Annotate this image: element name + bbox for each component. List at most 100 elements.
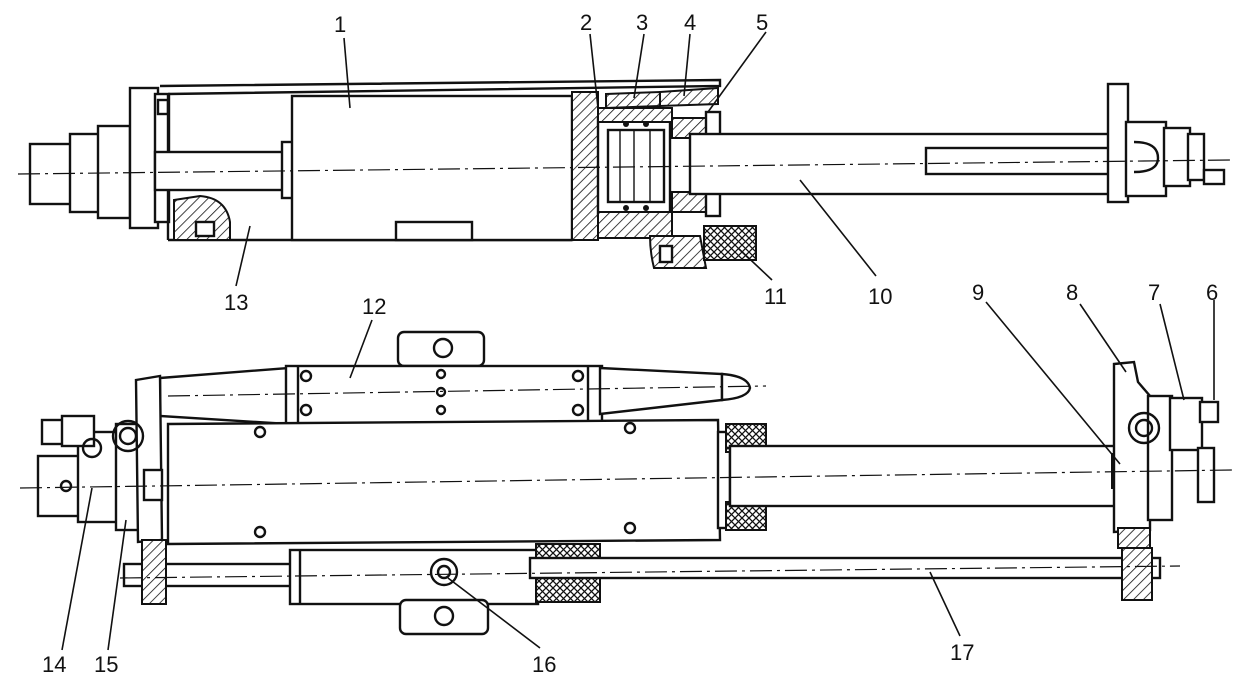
leader-lines: [61, 31, 1215, 651]
lower-lug-hole: [433, 605, 455, 627]
label-1: 1: [334, 12, 346, 37]
guide-centerline: [119, 565, 1181, 579]
leader-2: [589, 33, 599, 109]
right-pin-large-inner: [1134, 418, 1154, 438]
label-14: 14: [42, 652, 66, 677]
leader-7: [1159, 303, 1185, 401]
rod-end-cap: [1186, 132, 1206, 182]
top-wall-section-3: [605, 90, 661, 110]
leader-17: [929, 571, 961, 637]
gland-top-section: [597, 107, 673, 123]
left-end-plate-bottom: [134, 374, 164, 544]
label-5: 5: [756, 10, 768, 35]
lower-boss-port: [658, 244, 674, 264]
right-stop: [1196, 446, 1216, 504]
leader-14: [61, 487, 93, 651]
guide-port-inner: [436, 564, 452, 580]
left-end-flange: [96, 124, 132, 220]
label-2: 2: [580, 10, 592, 35]
aux-dot-1: [435, 368, 447, 380]
guide-rod-17: [528, 556, 1162, 580]
label-7: 7: [1148, 280, 1160, 305]
label-10: 10: [868, 284, 892, 309]
left-pin-small: [81, 437, 103, 459]
label-15: 15: [94, 652, 118, 677]
gland-left-section: [571, 91, 599, 241]
right-bracket-foot: [1117, 527, 1151, 549]
main-centerline: [19, 469, 1233, 489]
left-end-plate: [128, 86, 160, 230]
upper-lug-hole: [432, 337, 454, 359]
part-labels: 1 2 3 4 5 6 7 8 9 10 11 12 13 14 15 16 1…: [42, 10, 1218, 677]
upper-mount-lug: [396, 330, 486, 368]
piston-base-pad: [394, 220, 474, 242]
left-pin-large-inner: [118, 426, 138, 446]
aux-bolt-3: [571, 369, 585, 383]
bottom-left-fitting: [173, 194, 231, 241]
leader-13: [235, 225, 251, 287]
aux-centerline: [167, 385, 767, 397]
right-pin-large: [1127, 411, 1161, 445]
rod-end-nut: [1162, 126, 1192, 188]
aux-cylinder-right-taper: [598, 366, 724, 416]
aux-dot-2: [435, 386, 447, 398]
o-ring-4: [643, 205, 649, 211]
seal-carrier: [606, 128, 666, 204]
rod-end-screw: [1202, 168, 1226, 186]
leader-15: [107, 519, 127, 651]
label-17: 17: [950, 640, 974, 665]
leader-9: [985, 301, 1121, 465]
leader-8: [1079, 303, 1127, 373]
bottom-assembly: [19, 330, 1233, 636]
guide-cylinder-16: [288, 548, 540, 606]
left-bolt-block: [60, 414, 96, 448]
rod-end-pin: [1133, 140, 1160, 174]
main-bolt-1: [253, 425, 267, 439]
gland-bottom-section: [597, 211, 673, 239]
label-12: 12: [362, 294, 386, 319]
leader-11: [737, 247, 773, 281]
left-end-nub: [156, 98, 170, 116]
left-pin-large: [111, 419, 145, 453]
main-bolt-2: [623, 421, 637, 435]
aux-bolt-1: [299, 369, 313, 383]
cylinder-top-wall: [159, 78, 722, 96]
leader-5: [707, 31, 767, 113]
leader-3: [633, 33, 645, 99]
right-screw-6: [1198, 400, 1220, 424]
rod-slot: [924, 146, 1114, 176]
top-assembly: [17, 78, 1231, 269]
right-bracket-8: [1112, 360, 1152, 534]
main-rod: [728, 444, 1118, 508]
o-ring-3: [623, 205, 629, 211]
lower-mount-lug: [398, 598, 490, 636]
left-stub: [142, 468, 164, 502]
label-4: 4: [684, 10, 696, 35]
fitting-port: [194, 220, 216, 238]
main-bolt-4: [623, 521, 637, 535]
leader-1: [343, 37, 351, 109]
lower-nut-11: [703, 225, 757, 261]
guide-rod-end: [1121, 547, 1153, 601]
aux-bolt-2: [299, 403, 313, 417]
label-6: 6: [1206, 280, 1218, 305]
label-16: 16: [532, 652, 556, 677]
leader-4: [683, 33, 691, 97]
left-bracket-block: [36, 454, 82, 518]
leader-16: [447, 577, 541, 649]
leader-10: [799, 179, 877, 277]
top-wall-section-4: [659, 86, 719, 108]
top-centerline: [17, 159, 1231, 175]
right-clevis: [1168, 396, 1204, 452]
o-ring-2: [643, 121, 649, 127]
left-hole: [59, 479, 73, 493]
label-8: 8: [1066, 280, 1078, 305]
guide-rod-bracket: [141, 539, 167, 605]
lower-boss: [648, 235, 708, 269]
main-bolt-3: [253, 525, 267, 539]
piston-body: [290, 94, 574, 242]
left-bolt-head: [40, 418, 66, 446]
label-11: 11: [764, 284, 787, 309]
label-9: 9: [972, 280, 984, 305]
